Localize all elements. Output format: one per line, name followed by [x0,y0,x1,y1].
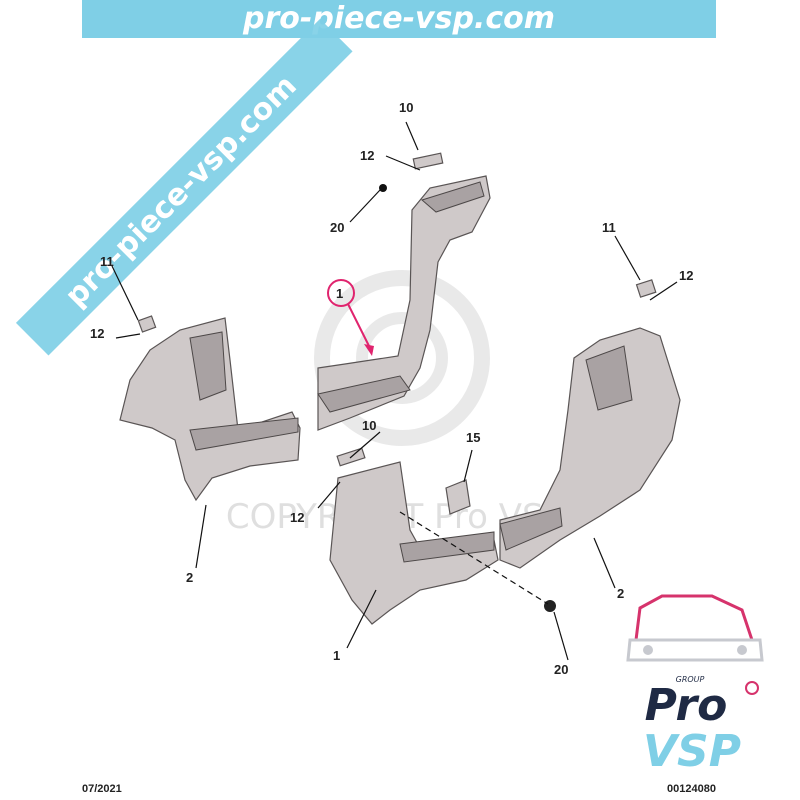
callout-15: 15 [466,430,480,445]
callout-10-top: 10 [399,100,413,115]
trim-part-2-left [119,317,301,502]
logo-accent-icon [745,681,759,695]
car-outline-icon [634,594,755,642]
diagonal-watermark-text: pro-piece-vsp.com [58,68,303,313]
callout-1-top: 1 [336,286,343,301]
callout-10-mid: 10 [362,418,376,433]
trim-part-1-bottom [329,461,499,625]
fastener-20-top [379,184,387,192]
trim-part-2-right [499,327,681,569]
clip-15 [445,479,471,515]
callout-1-bottom: 1 [333,648,340,663]
diagonal-watermark: pro-piece-vsp.com [15,18,353,356]
callout-12-left: 12 [90,326,104,341]
clip-11-right [635,279,657,298]
callout-12-top: 12 [360,148,374,163]
fastener-20-bottom [544,600,556,612]
logo-vsp-text: VSP [643,726,741,777]
callout-12-mid: 12 [290,510,304,525]
callout-11-right: 11 [602,220,616,235]
leader-lines [111,121,678,661]
callout-2-left: 2 [186,570,193,585]
trim-part-1-top [317,175,491,431]
callout-12-right: 12 [679,268,693,283]
banner-text: pro-piece-vsp.com [242,1,555,36]
callout-2-right: 2 [617,586,624,601]
logo-group-text: GROUP [676,675,705,684]
callout-20-top: 20 [330,220,344,235]
footer-ref: 00124080 [667,783,716,795]
clip-11-left [137,315,157,333]
provsp-logo: GROUP Pro VSP [626,594,764,777]
logo-pro-text: Pro [645,680,728,731]
banner-bar [82,0,716,38]
watermark-emblem [314,270,490,446]
footer-date: 07/2021 [82,783,122,795]
callout-11-left: 11 [100,254,114,269]
clip-10-top [412,152,444,170]
highlight-callout-1 [327,279,374,356]
callout-20-bottom: 20 [554,662,568,677]
